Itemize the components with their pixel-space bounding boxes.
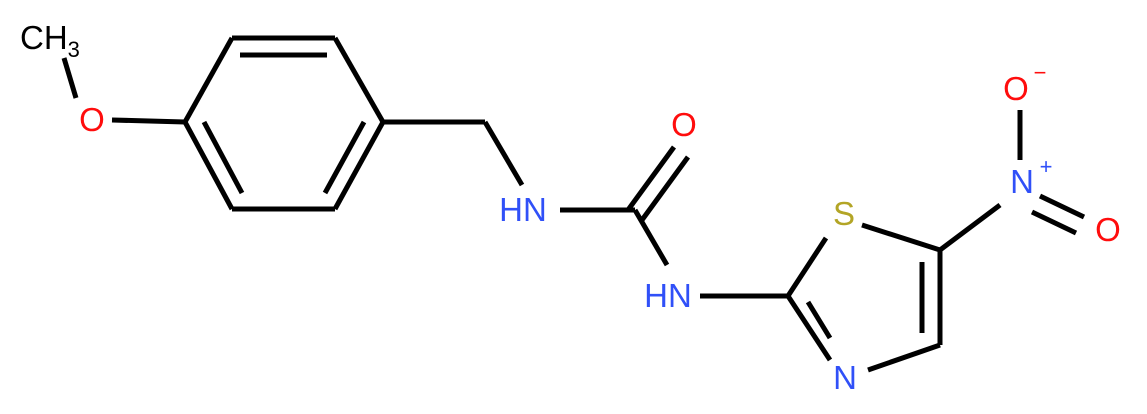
nitro-oxygen-label: O bbox=[1095, 211, 1121, 248]
nitro-oxygen-anion-charge: − bbox=[1034, 60, 1047, 85]
bond-c5-nitro bbox=[938, 203, 1002, 252]
bond-carbonyl-o-b bbox=[639, 155, 691, 222]
bond-ch2-nh bbox=[482, 120, 525, 187]
bond-thiazole-s-c5 bbox=[861, 222, 941, 253]
sulfur-label: S bbox=[833, 195, 855, 232]
bond-ring-6-inner bbox=[201, 120, 245, 195]
bond-nitro-o-b bbox=[1030, 209, 1078, 236]
bond-oxygen-ring bbox=[111, 117, 186, 125]
bond-thiazole-n-c2-inner bbox=[805, 300, 833, 340]
nitro-oxygen-anion-label: O bbox=[1003, 70, 1029, 107]
ether-oxygen-label: O bbox=[79, 101, 105, 138]
bond-ring-4-inner bbox=[322, 120, 367, 195]
bond-thiazole-c4-n bbox=[867, 342, 941, 373]
bond-carbonyl-nh bbox=[632, 208, 670, 267]
bond-ring-1 bbox=[182, 36, 235, 124]
bond-thiazole-n-c2 bbox=[785, 294, 833, 362]
amine-left-label: HN bbox=[499, 191, 547, 228]
bond-methyl-oxygen bbox=[61, 57, 79, 99]
nitro-nitrogen-charge: + bbox=[1040, 154, 1053, 179]
bond-carbonyl-o-a bbox=[625, 145, 677, 212]
nitro-nitrogen-label: N bbox=[1010, 163, 1034, 200]
bond-ring-6 bbox=[182, 120, 235, 211]
methyl-label: CH3 bbox=[20, 19, 80, 62]
bond-nitro-o-a bbox=[1038, 193, 1086, 220]
bond-ring-3 bbox=[332, 36, 386, 124]
atom-labels: CH3 O HN O HN S N N + O − O bbox=[20, 19, 1121, 396]
amine-right-label: HN bbox=[644, 277, 692, 314]
carbonyl-oxygen-label: O bbox=[671, 106, 697, 143]
ring-nitrogen-label: N bbox=[833, 359, 857, 396]
bond-ring-4 bbox=[332, 120, 386, 211]
bonds bbox=[61, 35, 1086, 373]
bond-thiazole-c2-s bbox=[785, 236, 829, 298]
